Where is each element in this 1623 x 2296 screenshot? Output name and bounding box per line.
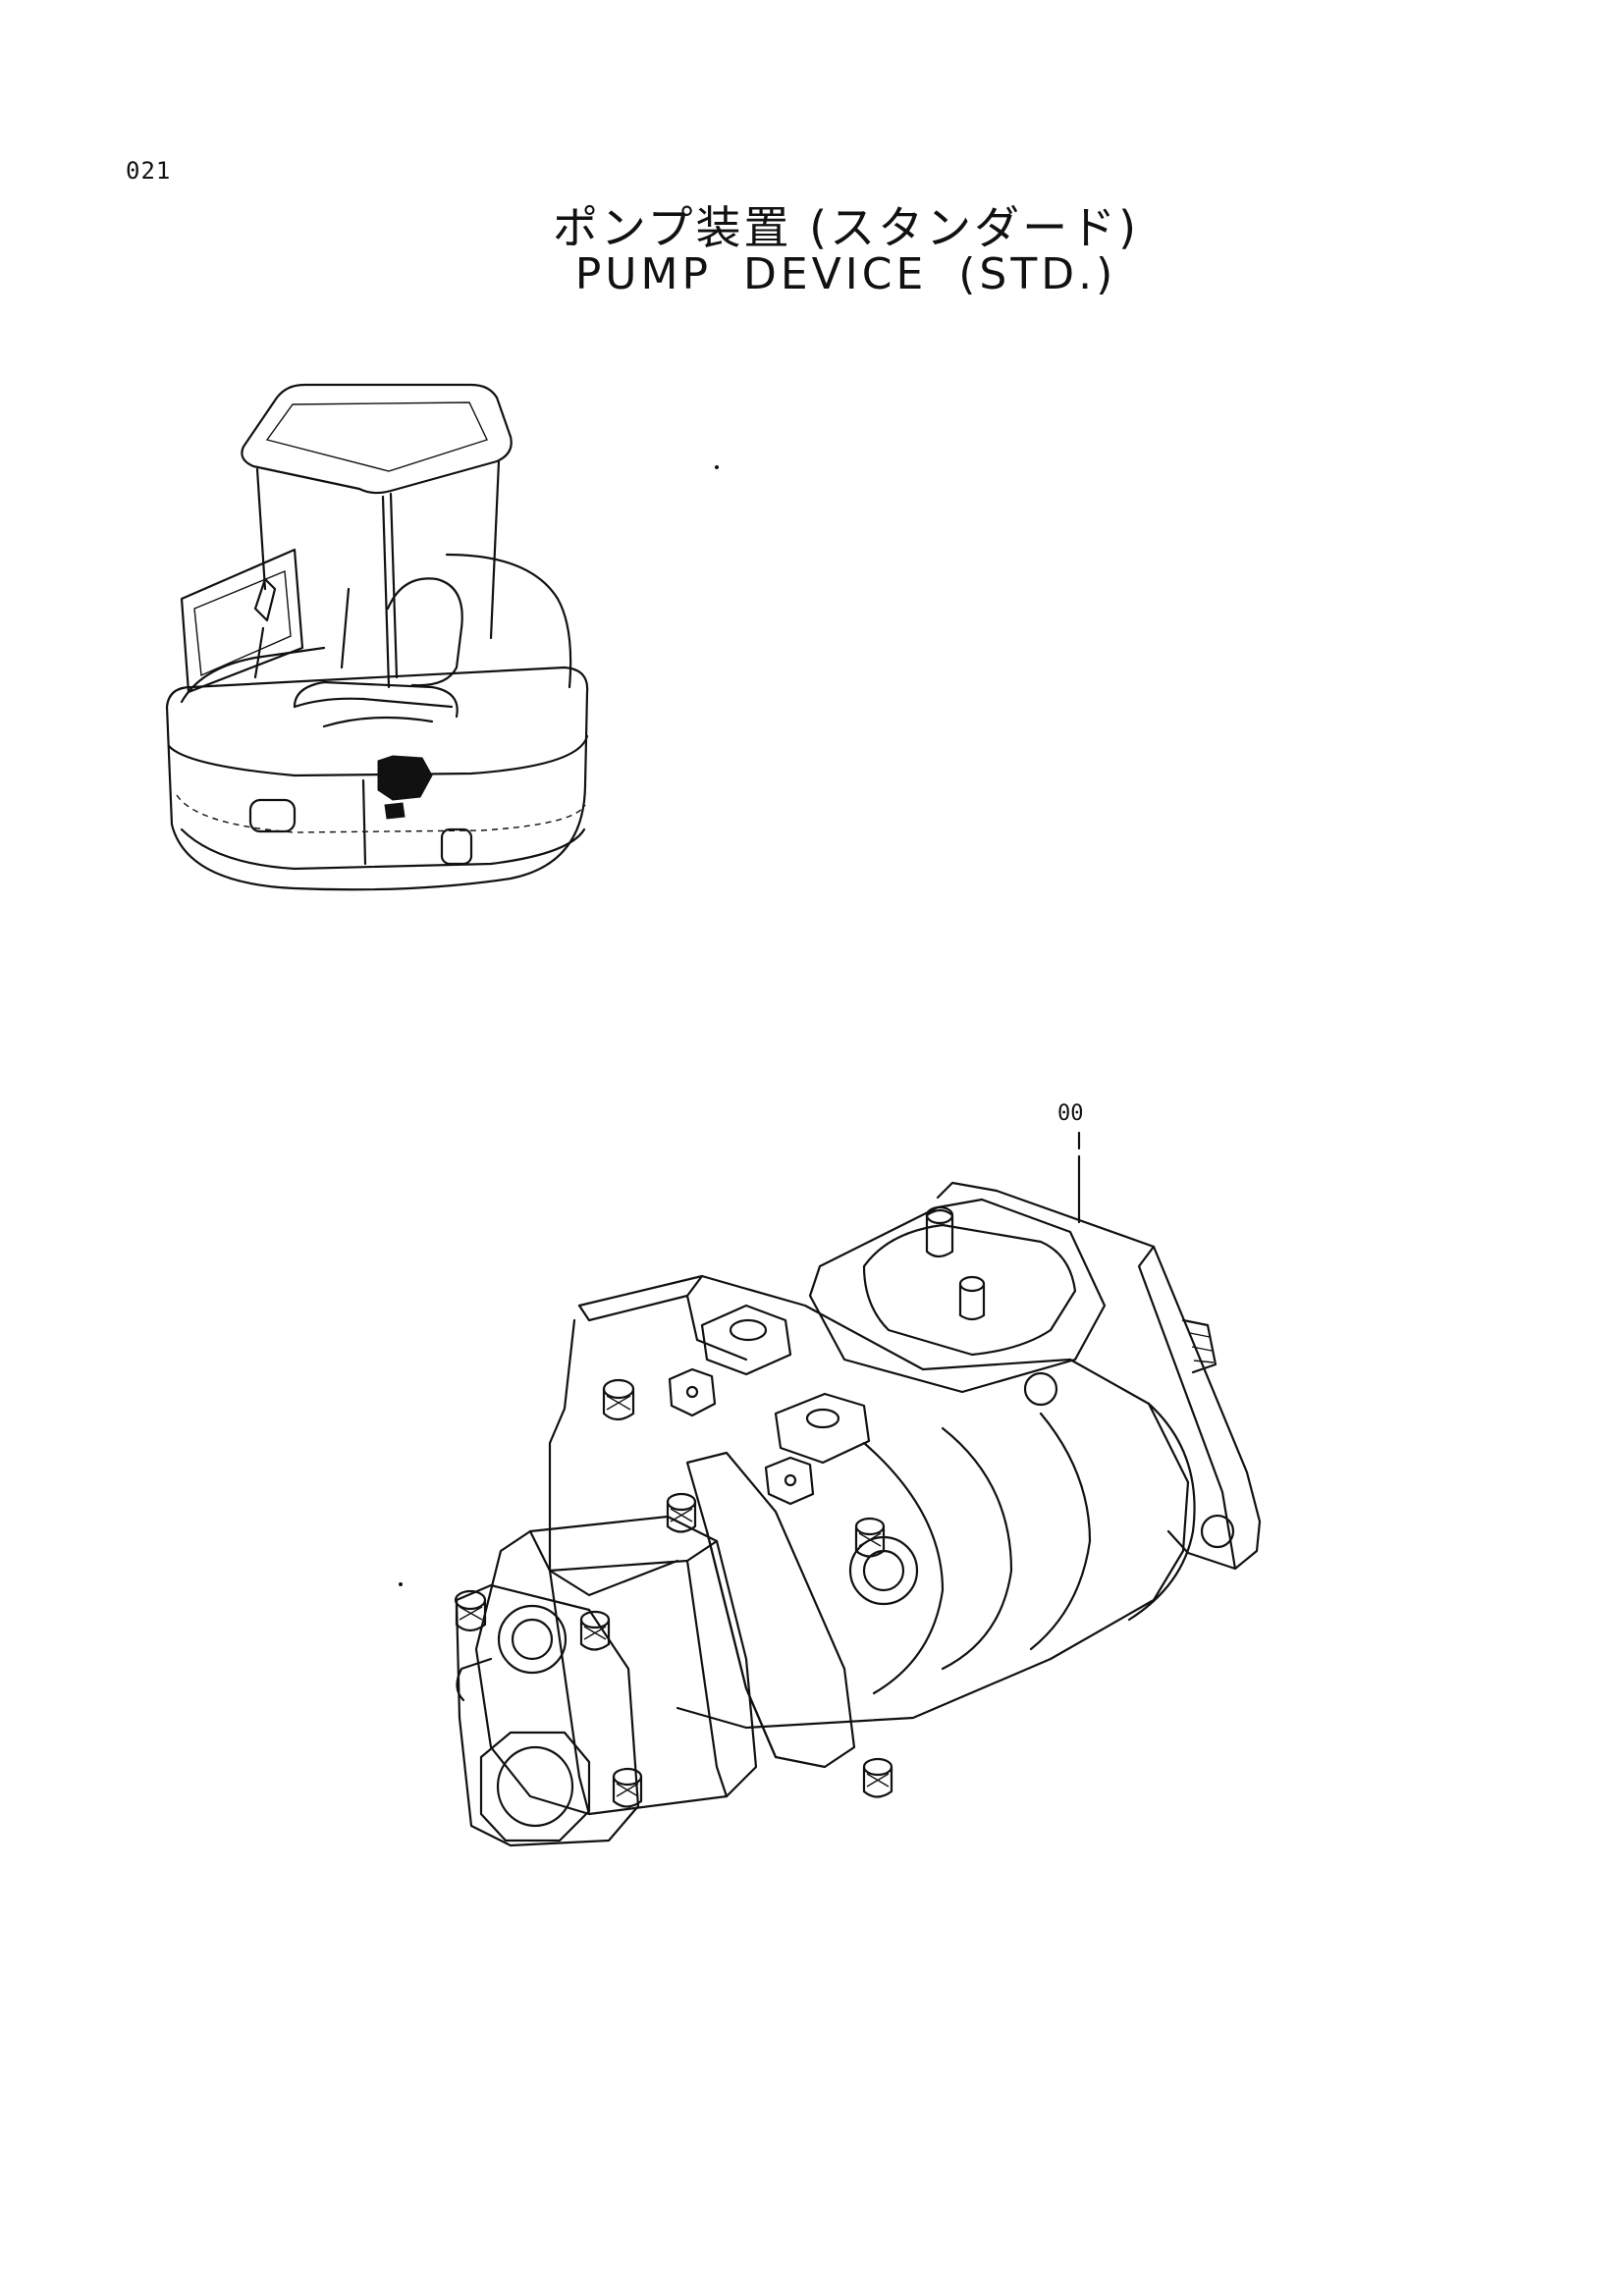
title-japanese: ポンプ装置 (スタンダード) [552, 201, 1140, 254]
page-number: 021 [126, 157, 172, 185]
part-callout-00[interactable]: 00 [1057, 1101, 1084, 1126]
machine-overview-illustration [165, 383, 589, 891]
pump-device-illustration [454, 1131, 1262, 1847]
title-english: PUMP DEVICE (STD.) [574, 249, 1117, 299]
